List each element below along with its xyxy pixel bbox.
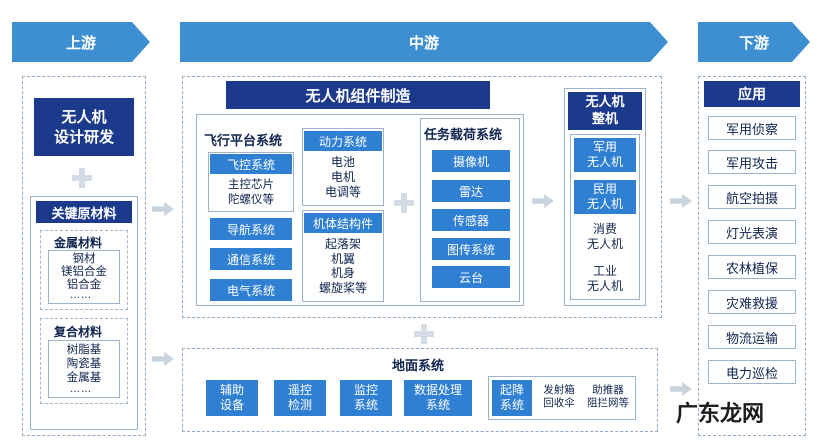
launch-items-a: 发射箱 回收伞 (543, 384, 575, 409)
flight-control-items: 主控芯片 陀螺仪等 (228, 177, 274, 206)
payload-title: 任务载荷系统 (424, 128, 503, 143)
payload-item-sensor: 传感器 (432, 209, 510, 231)
ground-aux-equipment: 辅助 设备 (206, 380, 258, 416)
ground-monitoring-system: 监控 系统 (340, 380, 392, 416)
arrow-up-to-mid-1 (152, 202, 174, 216)
design-rd-box: 无人机 设计研发 (34, 98, 134, 156)
payload-item-image-transmission: 图传系统 (432, 238, 510, 260)
flight-platform-title: 飞行平台系统 (204, 134, 283, 149)
application-agriculture: 农林植保 (708, 255, 796, 279)
electrical-system: 电气系统 (210, 279, 292, 301)
metal-materials-title: 金属材料 (54, 236, 103, 250)
application-military-recon: 军用侦察 (708, 116, 796, 140)
payload-item-gimbal: 云台 (432, 266, 510, 288)
navigation-system: 导航系统 (210, 218, 292, 240)
civil-uav: 民用 无人机 (574, 180, 636, 214)
military-uav: 军用 无人机 (574, 138, 636, 172)
composite-items: 树脂基 陶瓷基 金属基 (66, 342, 102, 384)
power-system-title: 动力系统 (304, 131, 382, 151)
upstream-header: 上游 (12, 22, 150, 62)
arrow-up-to-mid-2 (152, 352, 174, 366)
launch-items-b: 助推器 阻拦网等 (587, 384, 629, 409)
structure-items: 起落架 机翼 机身 螺旋桨等 (318, 237, 367, 295)
structure-title: 机体结构件 (304, 213, 382, 233)
payload-item-radar: 雷达 (432, 180, 510, 202)
ground-remote-detection: 遥控 检测 (274, 380, 326, 416)
composite-dots: …… (70, 384, 92, 395)
components-title: 无人机组件制造 (226, 81, 490, 109)
whole-machine-title: 无人机 整机 (568, 92, 642, 130)
metal-items-box (48, 250, 120, 304)
power-system-items: 电池 电机 电调等 (324, 155, 361, 199)
midstream-header: 中游 (180, 22, 668, 62)
payload-item-camera: 摄像机 (432, 150, 510, 172)
composite-materials-title: 复合材料 (54, 325, 103, 339)
composite-items-box (48, 340, 120, 398)
application-aerial-photography: 航空拍摄 (708, 185, 796, 209)
application-disaster-rescue: 灾难救援 (708, 290, 796, 314)
industrial-uav: 工业 无人机 (586, 264, 623, 293)
ground-data-processing: 数据处理 系统 (404, 380, 472, 416)
application-power-inspection: 电力巡检 (708, 360, 796, 384)
flight-control-system: 飞控系统 (210, 154, 292, 174)
plus-icon (414, 324, 434, 344)
consumer-uav: 消费 无人机 (586, 222, 623, 251)
logo-text: 广东龙网 (676, 402, 765, 427)
ground-system-title: 地面系统 (392, 359, 445, 374)
arrow-mid-to-down-1 (670, 194, 692, 208)
application-military-attack: 军用攻击 (708, 150, 796, 174)
downstream-header: 下游 (698, 22, 810, 62)
arrow-mid-to-down-2 (670, 382, 692, 396)
materials-title: 关键原材料 (36, 201, 132, 223)
launch-recovery-system: 起降 系统 (492, 380, 532, 416)
application-light-show: 灯光表演 (708, 220, 796, 244)
metal-items: 钢材 镁铝合金 铝合金 (61, 251, 107, 291)
application-title: 应用 (704, 81, 800, 107)
communication-system: 通信系统 (210, 248, 292, 270)
application-logistics: 物流运输 (708, 325, 796, 349)
metal-dots: …… (70, 290, 92, 301)
